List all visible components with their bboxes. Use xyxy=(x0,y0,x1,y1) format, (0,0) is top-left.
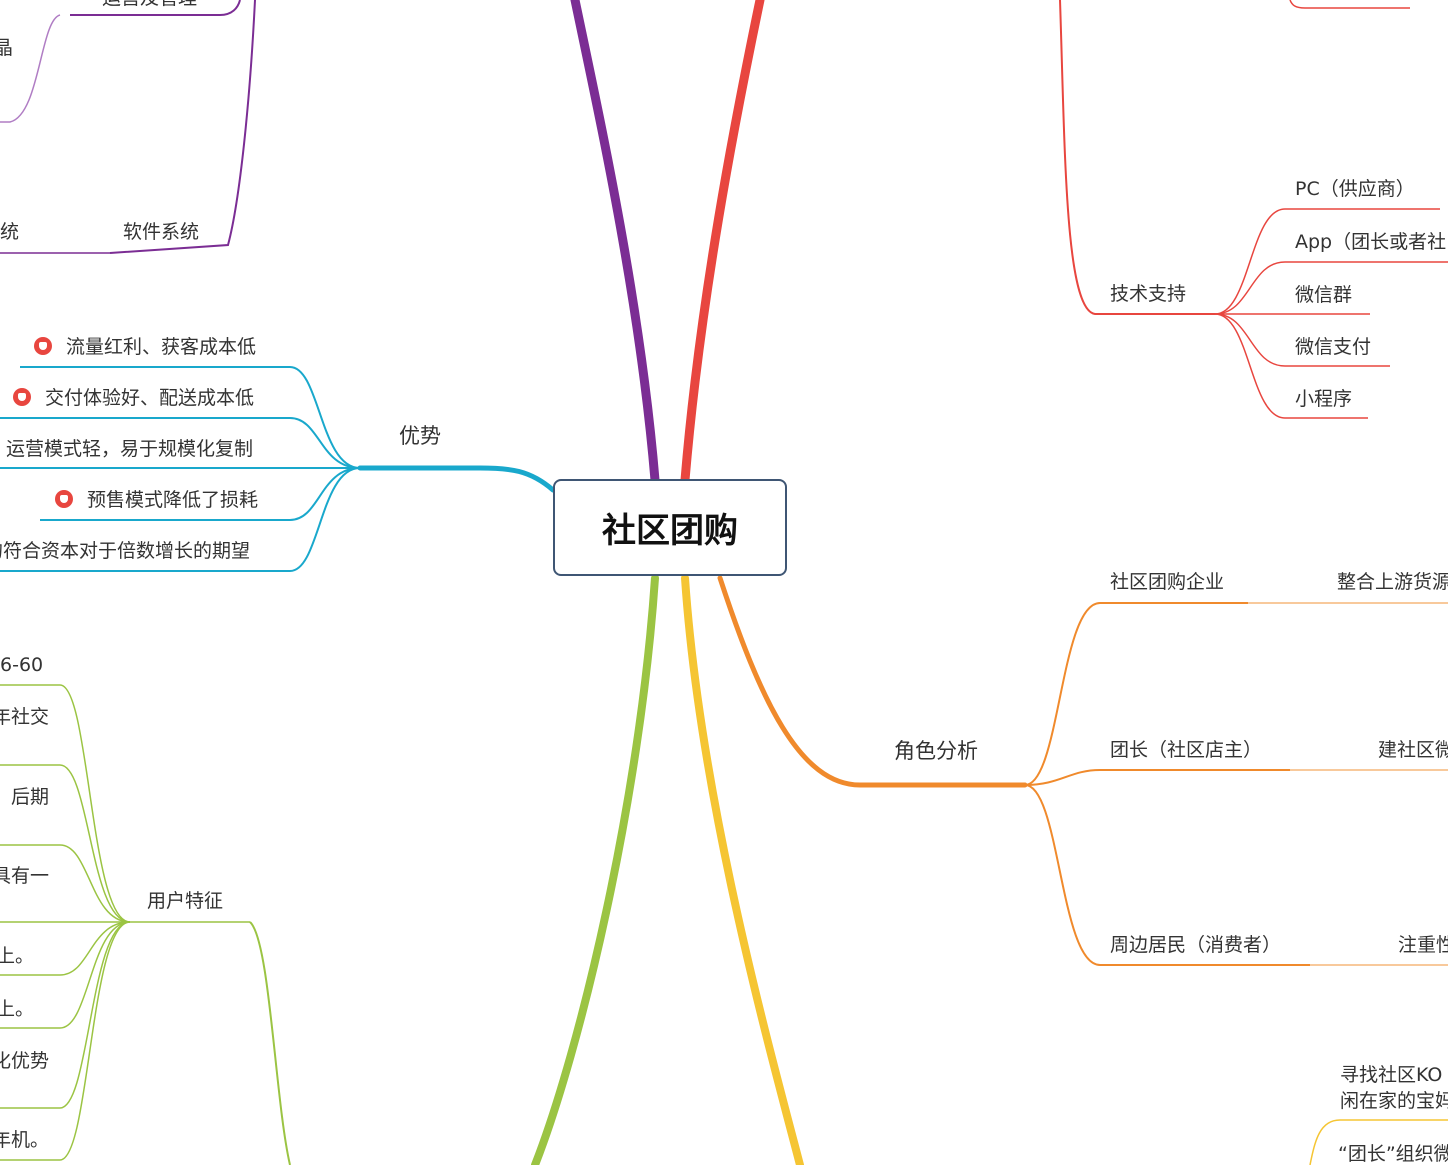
node-advantages[interactable]: 优势 xyxy=(399,424,441,448)
branch-green xyxy=(531,574,659,1165)
branch-blue xyxy=(357,465,556,493)
node-advantage-1[interactable]: 流量红利、获客成本低 xyxy=(34,335,256,359)
user-partial-3[interactable]: 具有一 xyxy=(0,865,50,887)
advantage-1-text: 流量红利、获客成本低 xyxy=(66,336,257,358)
thumbs-up-icon xyxy=(13,387,31,406)
tech-item-pc[interactable]: PC（供应商） xyxy=(1295,178,1415,200)
node-operation-management[interactable]: 运营及管理 xyxy=(102,0,197,10)
user-partial-7[interactable]: 年机。 xyxy=(0,1129,50,1151)
node-software-system[interactable]: 软件系统 xyxy=(123,221,200,243)
node-advantage-2[interactable]: 交付体验好、配送成本低 xyxy=(13,386,254,410)
thumbs-up-icon xyxy=(34,336,52,355)
tech-item-mini-program[interactable]: 小程序 xyxy=(1295,388,1353,410)
node-tech-support[interactable]: 技术支持 xyxy=(1110,283,1187,305)
advantage-4-text: 预售模式降低了损耗 xyxy=(87,489,259,511)
role-residents[interactable]: 周边居民（消费者） xyxy=(1110,934,1282,956)
branch-red xyxy=(680,0,765,485)
tech-item-wechat-pay[interactable]: 微信支付 xyxy=(1295,336,1372,358)
branch-yellow xyxy=(681,574,804,1165)
node-advantage-4[interactable]: 预售模式降低了损耗 xyxy=(55,488,258,512)
advantage-2-text: 交付体验好、配送成本低 xyxy=(45,387,255,409)
node-advantage-5[interactable]: 的符合资本对于倍数增长的期望 xyxy=(0,540,251,562)
role-enterprise[interactable]: 社区团购企业 xyxy=(1110,571,1225,593)
user-partial-1[interactable]: 年社交 xyxy=(0,706,50,728)
user-partial-4[interactable]: 上。 xyxy=(0,945,35,967)
role-leader-detail[interactable]: 建社区微 xyxy=(1378,739,1448,761)
tech-item-app[interactable]: App（团长或者社 xyxy=(1295,231,1447,253)
branch-purple xyxy=(570,0,660,485)
user-partial-0[interactable]: 6-60 xyxy=(0,654,44,676)
thumbs-up-icon xyxy=(55,489,73,508)
role-enterprise-detail[interactable]: 整合上游货源 xyxy=(1337,571,1448,593)
node-partial-purple-1[interactable]: 统 xyxy=(0,221,20,243)
node-partial-purple-0[interactable]: 晶 xyxy=(0,37,14,59)
node-user-features[interactable]: 用户特征 xyxy=(147,890,224,912)
yellow-item-1[interactable]: 寻找社区KO xyxy=(1340,1064,1443,1086)
branch-orange xyxy=(717,575,1028,788)
node-advantage-3[interactable]: 运营模式轻，易于规模化复制 xyxy=(6,438,254,460)
role-leader[interactable]: 团长（社区店主） xyxy=(1110,739,1263,761)
central-topic[interactable]: 社区团购 xyxy=(553,479,787,576)
user-partial-6[interactable]: 化优势 xyxy=(0,1050,50,1072)
role-residents-detail[interactable]: 注重性 xyxy=(1398,934,1448,956)
node-role-analysis[interactable]: 角色分析 xyxy=(894,739,978,763)
tech-item-wechat-group[interactable]: 微信群 xyxy=(1295,284,1353,306)
user-partial-2[interactable]: 、后期 xyxy=(0,786,50,808)
user-partial-5[interactable]: 上。 xyxy=(0,998,35,1020)
yellow-item-3[interactable]: “团长”组织微 xyxy=(1338,1143,1448,1165)
yellow-item-2[interactable]: 闲在家的宝妈 xyxy=(1340,1090,1448,1112)
